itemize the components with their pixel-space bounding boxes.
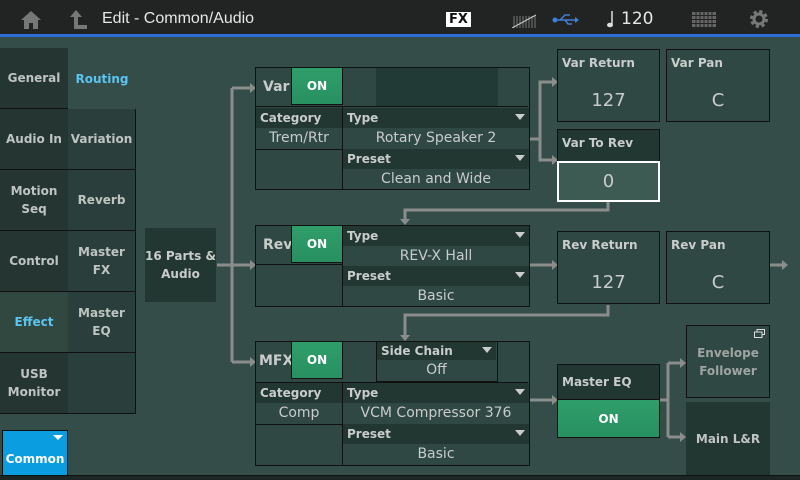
dropdown-icon — [515, 232, 525, 238]
var-return-value: 127 — [591, 90, 626, 111]
header-bar: Edit - Common/Audio FX 120 — [0, 0, 800, 37]
dropdown-icon — [515, 430, 525, 436]
tab-master-eq[interactable]: Master EQ — [68, 292, 136, 353]
var-return-box[interactable]: Var Return 127 — [557, 49, 660, 122]
var-preset-label-text: Preset — [347, 152, 391, 166]
rev-return-box[interactable]: Rev Return 127 — [557, 231, 660, 304]
bottom-bar — [0, 475, 800, 480]
mfx-category-label: Category — [256, 383, 342, 403]
rev-preset-label-text: Preset — [347, 269, 391, 283]
usb-icon — [552, 14, 579, 25]
mfx-preset-value[interactable]: Basic — [417, 446, 455, 462]
var-on-button[interactable]: ON — [291, 67, 343, 105]
var-preset-label[interactable]: Preset — [343, 149, 529, 169]
tab-usb-monitor[interactable]: USB Monitor — [0, 353, 68, 414]
page-title: Edit - Common/Audio — [102, 10, 255, 27]
rev-preset-label[interactable]: Preset — [343, 266, 529, 286]
gear-icon[interactable] — [749, 9, 769, 29]
var-category-value[interactable]: Trem/Rtr — [269, 130, 329, 146]
rev-return-value: 127 — [591, 272, 626, 293]
var-to-rev-label: Var To Rev — [562, 136, 634, 150]
dropdown-icon — [515, 389, 525, 395]
fx-badge[interactable]: FX — [446, 12, 471, 27]
var-pan-value: C — [711, 90, 725, 111]
mfx-type-label[interactable]: Type — [343, 383, 529, 403]
home-icon[interactable] — [20, 10, 42, 30]
rev-preset-value[interactable]: Basic — [417, 288, 455, 304]
side-chain-label: Side Chain — [381, 344, 453, 358]
rev-on-button[interactable]: ON — [291, 225, 343, 263]
tab-motion-seq[interactable]: Motion Seq — [0, 170, 68, 231]
var-type-label[interactable]: Type — [343, 108, 529, 128]
mfx-type-value[interactable]: VCM Compressor 376 — [360, 405, 512, 421]
rev-return-label: Rev Return — [562, 238, 638, 252]
var-preset-value[interactable]: Clean and Wide — [381, 171, 491, 187]
envelope-follower-button[interactable]: Envelope Follower — [686, 325, 770, 398]
var-pan-label: Var Pan — [671, 56, 723, 70]
tab-variation[interactable]: Variation — [68, 109, 136, 170]
var-to-rev-box[interactable]: Var To Rev 0 — [557, 129, 660, 202]
common-label: Common — [5, 452, 65, 466]
var-return-label: Var Return — [562, 56, 635, 70]
dropdown-icon — [515, 114, 525, 120]
rev-type-value[interactable]: REV-X Hall — [399, 248, 473, 264]
mfx-type-label-text: Type — [347, 386, 379, 400]
mfx-preset-label[interactable]: Preset — [343, 424, 529, 444]
tab-routing[interactable]: Routing — [68, 48, 136, 109]
tab-reverb[interactable]: Reverb — [68, 170, 136, 231]
main-lr-output: Main L&R — [686, 402, 770, 475]
dropdown-icon — [515, 272, 525, 278]
tab-master-fx[interactable]: Master FX — [68, 231, 136, 292]
envelope-follower-label: Envelope Follower — [697, 345, 759, 378]
rev-label: Rev — [263, 237, 293, 253]
note-icon — [607, 11, 613, 28]
var-category-label: Category — [256, 108, 342, 128]
source-16-parts-audio: 16 Parts & Audio — [145, 228, 216, 302]
tab-empty — [68, 353, 136, 414]
mfx-block: MFX ON Side Chain Off Category Comp Type… — [255, 341, 530, 466]
var-block: Var ON Category Trem/Rtr Type Rotary Spe… — [255, 67, 530, 190]
tempo-value[interactable]: 120 — [621, 9, 654, 29]
rev-pan-value: C — [711, 272, 725, 293]
var-label: Var — [263, 79, 290, 95]
rev-type-label[interactable]: Type — [343, 226, 529, 246]
side-chain-field[interactable]: Side Chain Off — [376, 341, 498, 382]
rev-pan-label: Rev Pan — [671, 238, 726, 252]
var-empty-slot — [376, 68, 498, 106]
master-eq-on-button[interactable]: ON — [557, 399, 660, 438]
mfx-on-button[interactable]: ON — [291, 341, 343, 379]
var-to-rev-value[interactable]: 0 — [557, 161, 660, 202]
popup-window-icon — [754, 329, 765, 338]
meter-icon — [512, 14, 536, 28]
master-eq-label: Master EQ — [562, 375, 632, 389]
tab-effect[interactable]: Effect — [0, 292, 68, 353]
mfx-label: MFX — [259, 353, 294, 369]
var-type-value[interactable]: Rotary Speaker 2 — [375, 130, 497, 146]
up-arrow-icon[interactable] — [70, 10, 88, 30]
side-chain-value: Off — [426, 362, 447, 378]
dropdown-icon — [53, 435, 63, 440]
mfx-category-value[interactable]: Comp — [278, 405, 320, 421]
mfx-preset-label-text: Preset — [347, 427, 391, 441]
tab-control[interactable]: Control — [0, 231, 68, 292]
tab-audio-in[interactable]: Audio In — [0, 109, 68, 170]
grid-icon[interactable] — [692, 12, 716, 28]
var-type-label-text: Type — [347, 111, 379, 125]
master-eq-box: Master EQ ON — [557, 364, 660, 438]
tab-general[interactable]: General — [0, 48, 68, 109]
common-button[interactable]: Common — [2, 430, 68, 480]
rev-type-label-text: Type — [347, 229, 379, 243]
dropdown-icon — [482, 347, 492, 353]
rev-block: Rev ON Type REV-X Hall Preset Basic — [255, 225, 530, 307]
dropdown-icon — [515, 155, 525, 161]
